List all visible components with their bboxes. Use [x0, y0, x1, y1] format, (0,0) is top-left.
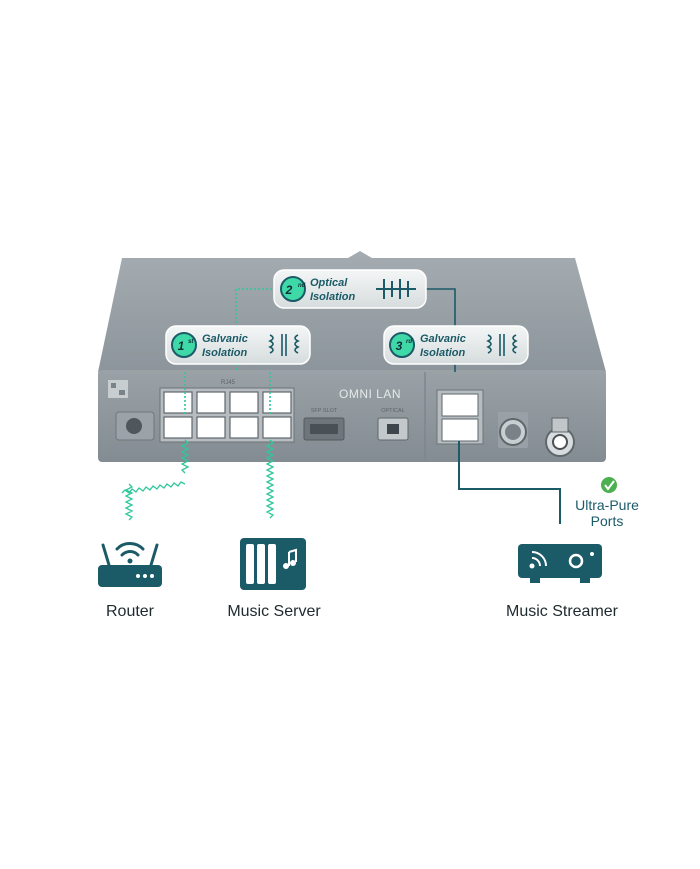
sfp-slot-inner — [310, 424, 338, 434]
badge-pill — [165, 325, 311, 365]
rj45-port[interactable] — [262, 416, 292, 439]
ordinal-number: 2 — [285, 283, 293, 297]
din-connector — [498, 412, 528, 448]
ordinal-circle — [171, 332, 197, 358]
ultra-pure-callout: Ultra-Pure Ports — [575, 477, 639, 529]
router-label: Router — [106, 603, 155, 620]
badge-line1: Galvanic — [202, 333, 248, 345]
ordinal-suffix: st — [188, 339, 194, 345]
ultra-pure-port[interactable] — [441, 418, 479, 442]
ordinal-suffix: nd — [298, 283, 306, 289]
rj45-port-block — [159, 387, 295, 443]
rj45-port[interactable] — [196, 391, 226, 414]
transformer-icon — [486, 334, 518, 356]
router-icon — [98, 542, 162, 587]
optical-to-galvanic-3-line — [422, 288, 456, 330]
ordinal-circle — [280, 276, 306, 302]
optical-port-inner — [387, 424, 399, 434]
optical-to-galvanic-1-line — [235, 288, 280, 330]
rj45-port[interactable] — [163, 391, 193, 414]
transformer-icon — [268, 334, 300, 356]
badge-line2: Isolation — [202, 347, 248, 359]
rj45-group-label: RJ45 — [221, 380, 236, 386]
qr-mark — [119, 390, 125, 395]
optical-isolator-icon — [376, 279, 416, 299]
rj45-port[interactable] — [229, 391, 259, 414]
noisy-router-cable — [121, 439, 190, 521]
ordinal-number: 1 — [178, 339, 185, 353]
callout-line2: Ports — [591, 513, 624, 529]
music-server-icon — [240, 538, 306, 590]
badge-pill — [273, 269, 427, 309]
galvanic-isolation-1-badge: 1 st Galvanic Isolation — [165, 325, 311, 365]
badge-line1: Galvanic — [420, 333, 466, 345]
badge-line2: Isolation — [420, 347, 466, 359]
check-mark — [604, 480, 615, 491]
brand-logo: OMNI LAN — [339, 387, 401, 401]
badge-line1: Optical — [310, 277, 348, 289]
callout-line1: Ultra-Pure — [575, 497, 639, 513]
badge-pill — [383, 325, 529, 365]
optical-label: OPTICAL — [381, 408, 405, 414]
qr-mark — [111, 383, 116, 388]
dc-jack-icon — [126, 418, 142, 434]
rj45-port[interactable] — [163, 416, 193, 439]
music-streamer-icon — [518, 544, 602, 583]
sfp-label: SFP SLOT — [311, 408, 338, 414]
clean-streamer-cable — [458, 441, 561, 524]
bnc-connector — [545, 417, 575, 457]
noisy-server-cable — [265, 439, 275, 519]
music-streamer-label: Music Streamer — [506, 603, 619, 620]
optical-isolation-badge: 2 nd Optical Isolation — [273, 269, 427, 309]
check-icon — [601, 477, 617, 493]
ordinal-suffix: rd — [406, 339, 412, 345]
music-server-label: Music Server — [227, 603, 321, 620]
rj45-port[interactable] — [229, 416, 259, 439]
badge-line2: Isolation — [310, 291, 356, 303]
ordinal-circle — [389, 332, 415, 358]
rj45-port[interactable] — [262, 391, 292, 414]
ordinal-number: 3 — [396, 339, 403, 353]
ultra-pure-port[interactable] — [441, 393, 479, 417]
rj45-port[interactable] — [196, 416, 226, 439]
qr-sticker — [108, 380, 128, 398]
galvanic-isolation-3-badge: 3 rd Galvanic Isolation — [383, 325, 529, 365]
